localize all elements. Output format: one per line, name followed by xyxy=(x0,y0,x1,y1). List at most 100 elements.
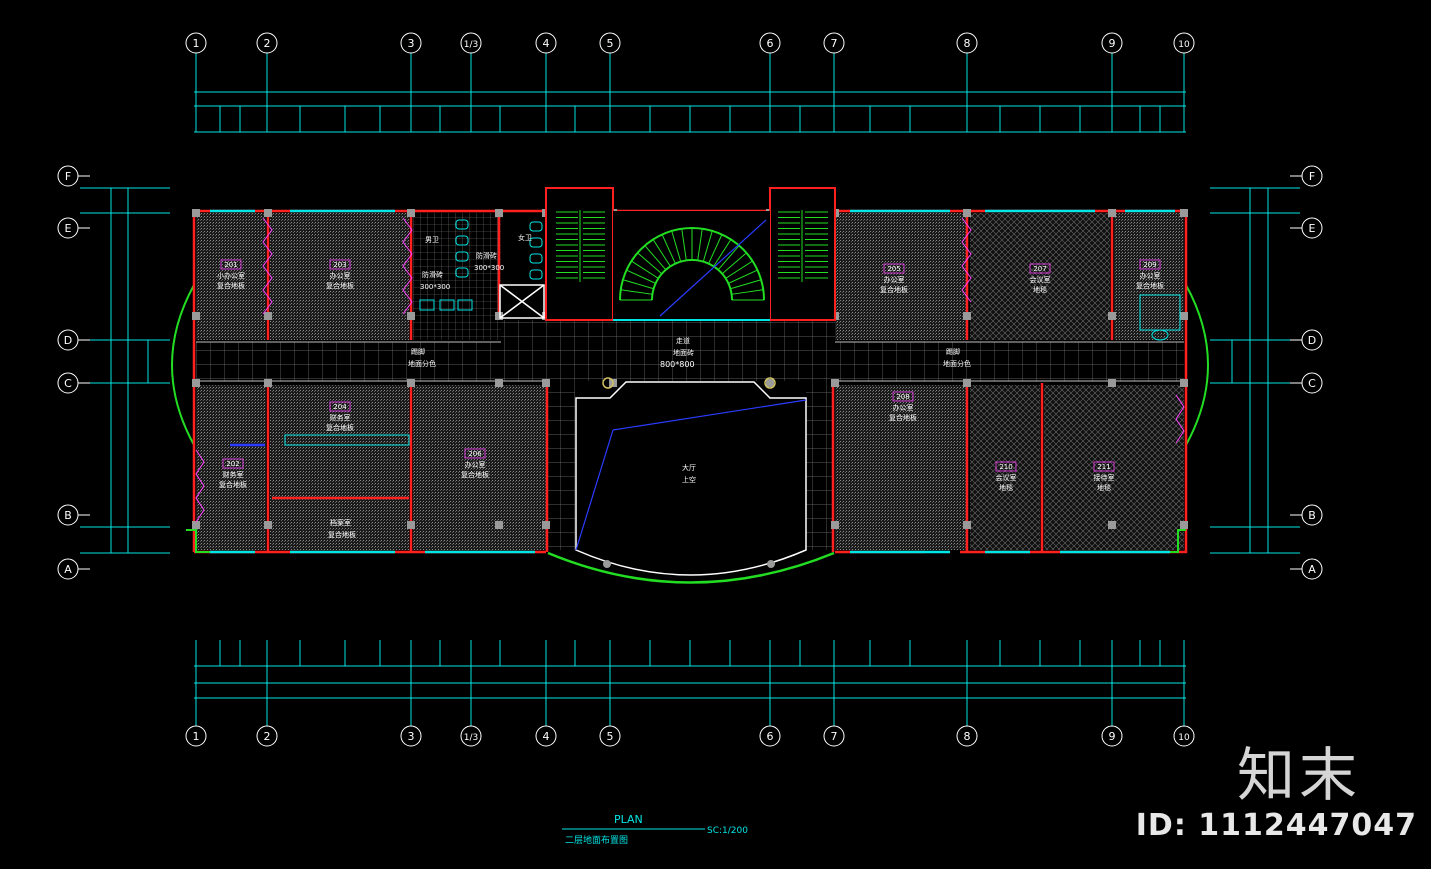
grid-column-label: 6 xyxy=(767,730,774,743)
brand-logo: 知末 xyxy=(1236,741,1361,809)
drawing-subtitle: 二层地面布置图 xyxy=(565,834,628,846)
room-floor: 复合地板 xyxy=(1136,281,1164,290)
grid-column-label: 2 xyxy=(264,37,271,50)
archive-floor-label: 复合地板 xyxy=(328,530,356,539)
room-floor: 复合地板 xyxy=(217,281,245,290)
room-floor: 地毯 xyxy=(1033,285,1047,294)
corridor-floor-label: 地面砖 xyxy=(673,348,694,357)
room-name: 会议室 xyxy=(996,473,1017,482)
grid-column-label: 8 xyxy=(964,730,971,743)
stair-left xyxy=(545,187,614,321)
grid-row-label: E xyxy=(1309,222,1316,235)
top-dimension-ticks xyxy=(195,106,1185,132)
grid-column-label: 1 xyxy=(193,730,200,743)
tile-label-2: 防滑砖 xyxy=(422,270,443,279)
grid-column-label: 10 xyxy=(1178,733,1190,743)
grid-column-label: 9 xyxy=(1109,37,1116,50)
hall-label-1: 大厅 xyxy=(682,463,696,472)
hall-void xyxy=(547,377,835,584)
tile-label-1: 防滑砖 xyxy=(476,251,497,260)
room-205-floor xyxy=(835,213,966,340)
door-right-label-1: 踢脚 xyxy=(946,347,960,356)
grid-column-label: 5 xyxy=(607,37,614,50)
room-floor: 复合地板 xyxy=(880,285,908,294)
room-floor: 地毯 xyxy=(999,483,1013,492)
grid-row-label: F xyxy=(65,170,71,183)
room-floor: 复合地板 xyxy=(219,480,247,489)
room-number: 205 xyxy=(887,265,900,273)
room-name: 办公室 xyxy=(330,271,351,280)
curved-stair xyxy=(613,211,770,321)
room-number: 209 xyxy=(1143,261,1156,269)
room-name: 财务室 xyxy=(223,470,244,479)
tile-size-2: 300*300 xyxy=(420,283,450,291)
annotation-labels: 男卫 女卫 防滑砖 300*300 防滑砖 300*300 走道 地面砖 800… xyxy=(328,233,971,539)
archive-label: 档案室 xyxy=(330,518,351,527)
grid-row-label: E xyxy=(65,222,72,235)
room-floor: 复合地板 xyxy=(889,413,917,422)
room-name: 办公室 xyxy=(1140,271,1161,280)
grid-row-label: C xyxy=(1308,377,1316,390)
room-203-floor xyxy=(270,213,409,340)
grid-column-label: 3 xyxy=(408,730,415,743)
room-floor: 复合地板 xyxy=(461,470,489,479)
room-name: 财务室 xyxy=(330,413,351,422)
grid-column-label: 8 xyxy=(964,37,971,50)
grid-row-label: B xyxy=(64,509,72,522)
drawing-scale: SC:1/200 xyxy=(707,826,748,836)
grid-row-label: F xyxy=(1309,170,1315,183)
room-number: 211 xyxy=(1097,463,1110,471)
side-dimension-lines xyxy=(80,187,1300,554)
room-name: 办公室 xyxy=(893,403,914,412)
room-number: 203 xyxy=(333,261,346,269)
room-name: 接待室 xyxy=(1094,473,1115,482)
bottom-dimension-ticks xyxy=(195,640,1185,666)
room-201-floor xyxy=(196,213,266,340)
room-number: 206 xyxy=(468,450,482,458)
grid-column-label: 3 xyxy=(408,37,415,50)
grid-column-label: 7 xyxy=(831,730,838,743)
grid-column-label: 4 xyxy=(543,730,550,743)
door-right-label-2: 地面分色 xyxy=(943,359,971,368)
brand-id: ID: 1112447047 xyxy=(1135,808,1417,843)
bottom-dimension-lines xyxy=(194,665,1186,699)
room-204-floor xyxy=(270,385,409,550)
stair-right xyxy=(769,187,836,321)
room-number: 210 xyxy=(999,463,1012,471)
door-left-label-1: 踢脚 xyxy=(411,347,425,356)
grid-row-label: D xyxy=(1308,334,1316,347)
room-number: 208 xyxy=(896,393,909,401)
grid-column-label: 1/3 xyxy=(464,40,478,50)
drawing-title: PLAN xyxy=(614,813,643,826)
toilet-label-2: 女卫 xyxy=(518,233,532,242)
grid-row-label: D xyxy=(64,334,72,347)
door-left-label-2: 地面分色 xyxy=(408,359,436,368)
room-name: 办公室 xyxy=(465,460,486,469)
room-number: 204 xyxy=(333,403,347,411)
tile-size-1: 300*300 xyxy=(474,264,504,272)
room-number: 207 xyxy=(1033,265,1046,273)
room-floor: 复合地板 xyxy=(326,281,354,290)
room-208-floor xyxy=(835,385,966,550)
room-207-floor xyxy=(970,213,1110,340)
room-209-floor xyxy=(1114,213,1184,340)
room-202-floor xyxy=(196,385,266,550)
room-206-floor xyxy=(413,385,547,550)
room-labels: 201小办公室复合地板203办公室复合地板205办公室复合地板207会议室地毯2… xyxy=(217,259,1164,492)
room-name: 小办公室 xyxy=(217,271,245,280)
